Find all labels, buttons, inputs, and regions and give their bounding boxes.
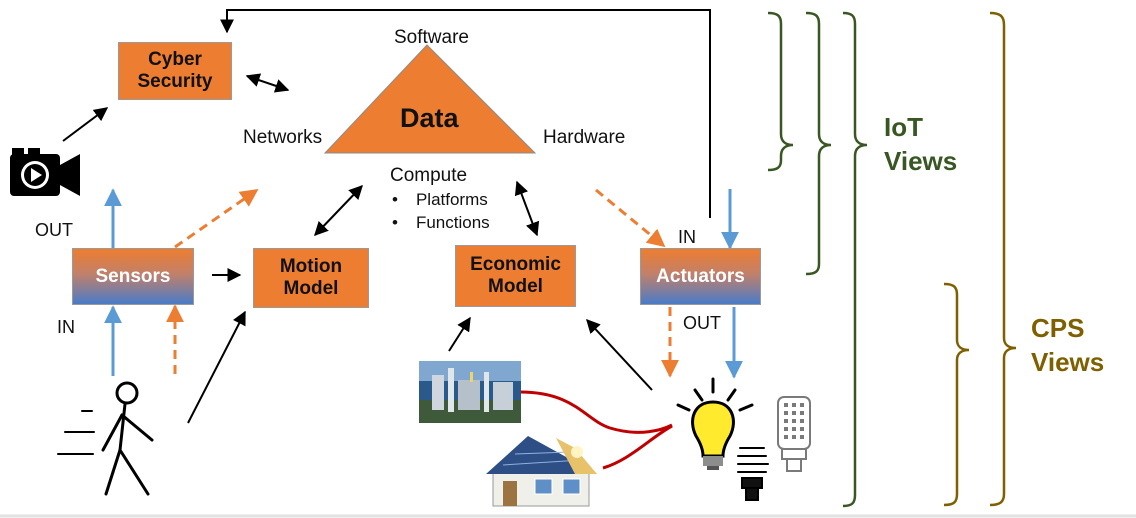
- networks-label: Networks: [243, 127, 323, 148]
- actuators-in-label: IN: [678, 227, 696, 247]
- camera-cyber-arrow: [62, 107, 109, 142]
- cfl-bulb-icon: [737, 447, 769, 501]
- cps-brace-2: [989, 11, 1017, 507]
- cyber-data-arrow: [245, 73, 290, 93]
- factory-economic-arrow: [448, 316, 471, 352]
- solar-house-icon: [486, 436, 597, 507]
- light-bulb-icon: [676, 377, 754, 470]
- iot-brace-2: [805, 11, 832, 276]
- hardware-label: Hardware: [543, 127, 626, 148]
- feedback-arrow: [220, 9, 711, 218]
- house-bulb-link: [602, 424, 673, 470]
- bulb-economic-arrow: [586, 318, 653, 391]
- led-bulb-icon: [777, 396, 811, 472]
- person-motion-arrow: [187, 310, 246, 424]
- data-triangle: [323, 44, 537, 154]
- actuators-out-label: OUT: [683, 313, 721, 333]
- compute-item-platforms: • Platforms: [392, 190, 488, 210]
- compute-label: Compute: [390, 165, 468, 186]
- sensors-out-label: OUT: [35, 220, 73, 240]
- motion-compute-arrow: [314, 184, 363, 237]
- cps-views-label: CPS Views: [1031, 313, 1105, 377]
- sensors-data-dashed-arrow: [174, 188, 259, 249]
- actuators-box: Actuators: [640, 248, 761, 305]
- software-label: Software: [394, 27, 469, 48]
- factory-bulb-link: [519, 390, 673, 434]
- iot-brace-1: [767, 11, 794, 172]
- factory-photo: [419, 361, 521, 423]
- video-camera-icon: [10, 148, 80, 196]
- iot-brace-3: [842, 11, 868, 508]
- sensors-in-label: IN: [57, 317, 75, 337]
- walking-person-icon: [57, 381, 154, 496]
- data-actuators-dashed-arrow: [595, 188, 666, 248]
- compute-item-label: Platforms: [415, 190, 488, 209]
- sensors-box: Sensors: [72, 248, 194, 305]
- bullet-glyph: •: [392, 213, 398, 232]
- economic-model-box: Economic Model: [455, 245, 576, 307]
- cps-brace-1: [943, 282, 970, 507]
- bullet-glyph: •: [392, 190, 398, 209]
- motion-model-box: Motion Model: [253, 248, 369, 308]
- data-label: Data: [400, 103, 459, 133]
- iot-views-label: IoT Views: [884, 112, 958, 176]
- compute-item-label: Functions: [415, 213, 490, 232]
- compute-item-functions: • Functions: [392, 213, 490, 233]
- compute-economic-arrow: [514, 180, 540, 237]
- cyber-security-box: Cyber Security: [118, 42, 232, 100]
